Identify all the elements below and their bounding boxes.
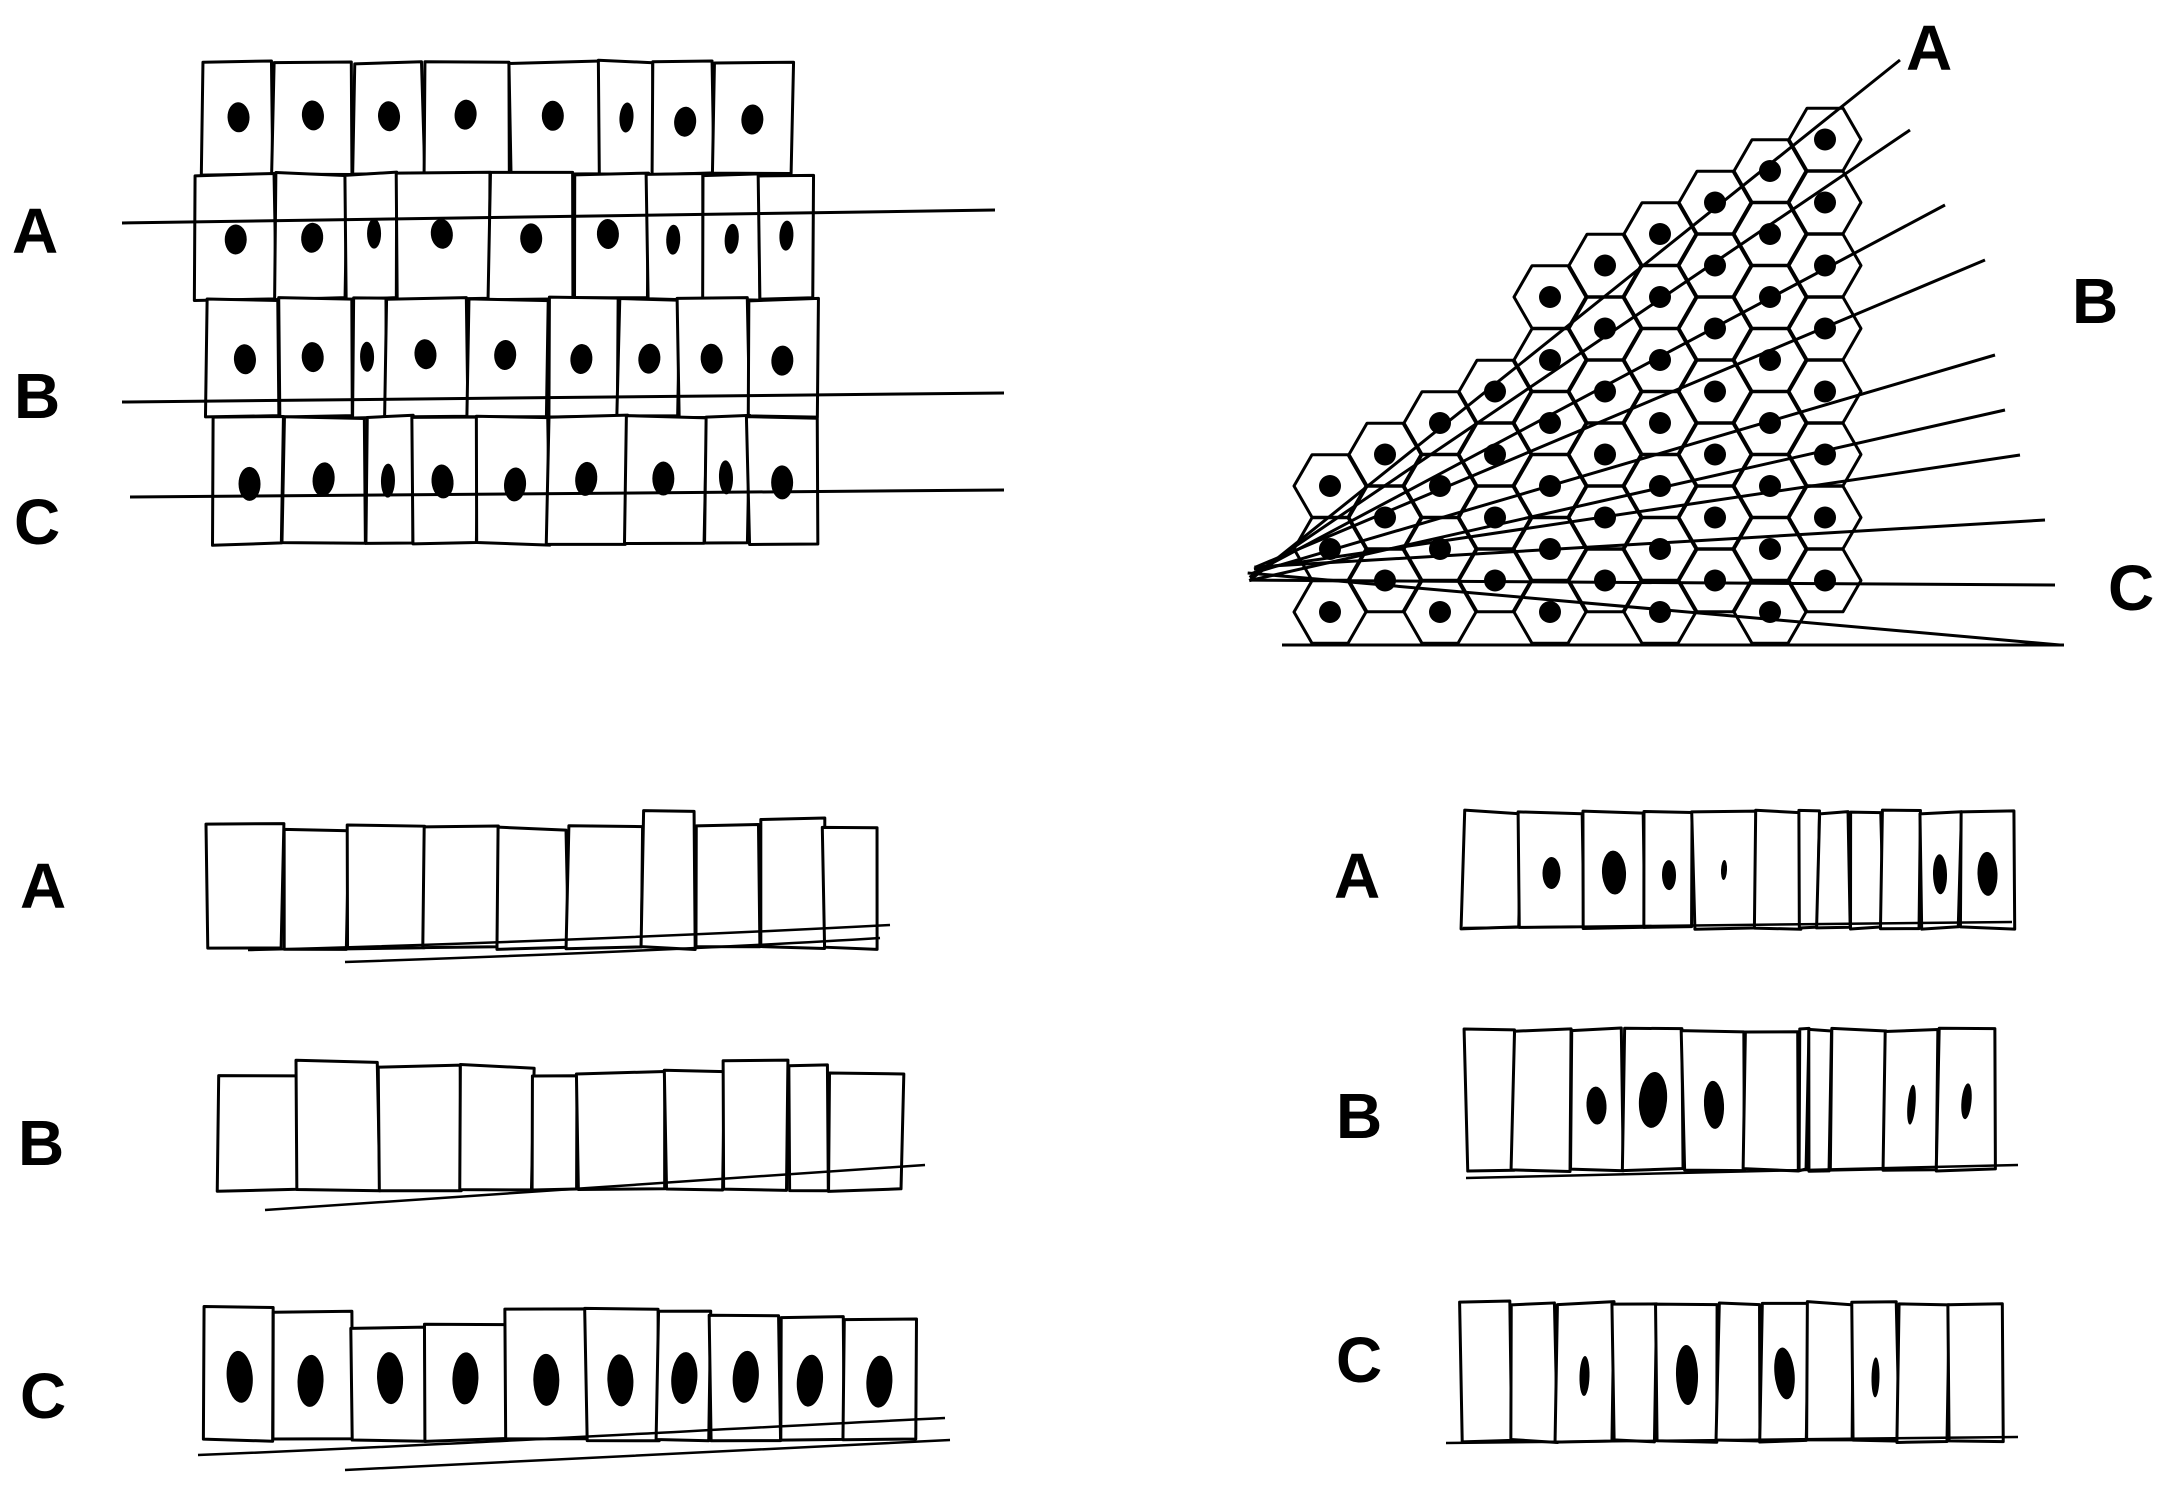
nucleus bbox=[1814, 192, 1836, 214]
top-left-cell-sheet: A B C bbox=[12, 60, 1004, 558]
cell bbox=[532, 1076, 577, 1190]
cell bbox=[284, 829, 349, 949]
nucleus bbox=[1704, 381, 1726, 403]
section-row-a bbox=[206, 811, 877, 950]
section-row-a bbox=[1461, 810, 2015, 929]
label-c: C bbox=[20, 1360, 66, 1432]
nucleus bbox=[1759, 538, 1781, 560]
nucleus bbox=[1594, 255, 1616, 277]
cell bbox=[1830, 1028, 1886, 1170]
nucleus bbox=[1594, 444, 1616, 466]
section-row-b bbox=[1464, 1028, 1995, 1171]
section-row-b bbox=[217, 1060, 904, 1191]
cell bbox=[829, 1073, 904, 1191]
cell bbox=[497, 827, 569, 949]
nucleus bbox=[367, 219, 381, 249]
nucleus bbox=[1649, 601, 1671, 623]
nucleus bbox=[652, 462, 674, 496]
cell bbox=[1511, 1029, 1571, 1172]
cell bbox=[1851, 812, 1884, 929]
label-b: B bbox=[2072, 265, 2118, 337]
cell bbox=[1464, 1029, 1514, 1171]
nucleus bbox=[1649, 223, 1671, 245]
nucleus bbox=[1649, 412, 1671, 434]
nucleus bbox=[1814, 444, 1836, 466]
cell bbox=[1461, 810, 1521, 929]
label-b: B bbox=[14, 360, 60, 432]
cell bbox=[1511, 1303, 1558, 1443]
nucleus bbox=[1429, 601, 1451, 623]
label-b: B bbox=[18, 1107, 64, 1179]
nucleus bbox=[1594, 570, 1616, 592]
cell bbox=[723, 1060, 788, 1190]
section-row-c bbox=[1460, 1301, 2004, 1442]
nucleus bbox=[1814, 129, 1836, 151]
label-c: C bbox=[2108, 552, 2154, 624]
label-a: A bbox=[1906, 12, 1952, 84]
bottom-right-columnar-sections: A B C bbox=[1334, 810, 2018, 1443]
nucleus bbox=[1319, 601, 1341, 623]
nucleus bbox=[1814, 381, 1836, 403]
cell bbox=[1807, 1302, 1853, 1440]
nucleus bbox=[1539, 601, 1561, 623]
top-right-hexagonal-sheet: A B C bbox=[1248, 12, 2155, 645]
cell bbox=[641, 811, 695, 950]
cell bbox=[822, 827, 877, 949]
cell bbox=[378, 1065, 461, 1191]
cell bbox=[664, 1070, 724, 1190]
bottom-left-cuboidal-sections: A B C bbox=[18, 811, 950, 1470]
cell bbox=[696, 824, 760, 946]
nucleus bbox=[1374, 444, 1396, 466]
cell bbox=[1460, 1301, 1512, 1442]
nucleus bbox=[1814, 507, 1836, 529]
cell bbox=[206, 824, 284, 949]
section-row-c bbox=[203, 1307, 916, 1442]
label-c: C bbox=[14, 486, 60, 558]
cell bbox=[1817, 812, 1851, 928]
hexagonal-cell-grid bbox=[1294, 108, 1861, 643]
cell bbox=[1948, 1304, 2003, 1442]
label-a: A bbox=[20, 850, 66, 922]
cell-sheet-grid bbox=[194, 60, 818, 545]
cell bbox=[1716, 1303, 1760, 1441]
label-a: A bbox=[12, 195, 58, 267]
cell bbox=[1612, 1304, 1657, 1442]
nucleus bbox=[1704, 570, 1726, 592]
cell bbox=[1743, 1032, 1798, 1171]
cell bbox=[217, 1076, 299, 1192]
nucleus bbox=[1704, 444, 1726, 466]
cell bbox=[1897, 1304, 1949, 1443]
cell bbox=[1809, 1029, 1832, 1171]
nucleus bbox=[1319, 475, 1341, 497]
cell bbox=[423, 826, 499, 948]
cell bbox=[296, 1060, 380, 1191]
cell bbox=[460, 1064, 534, 1189]
nucleus bbox=[1539, 286, 1561, 308]
cell bbox=[347, 825, 424, 949]
label-c: C bbox=[1336, 1324, 1382, 1396]
cell bbox=[1754, 810, 1801, 929]
cell bbox=[566, 826, 643, 949]
label-b: B bbox=[1336, 1080, 1382, 1152]
nucleus bbox=[1704, 507, 1726, 529]
cell bbox=[1880, 810, 1920, 929]
label-a: A bbox=[1334, 840, 1380, 912]
cell bbox=[576, 1071, 664, 1189]
nucleus bbox=[1814, 570, 1836, 592]
